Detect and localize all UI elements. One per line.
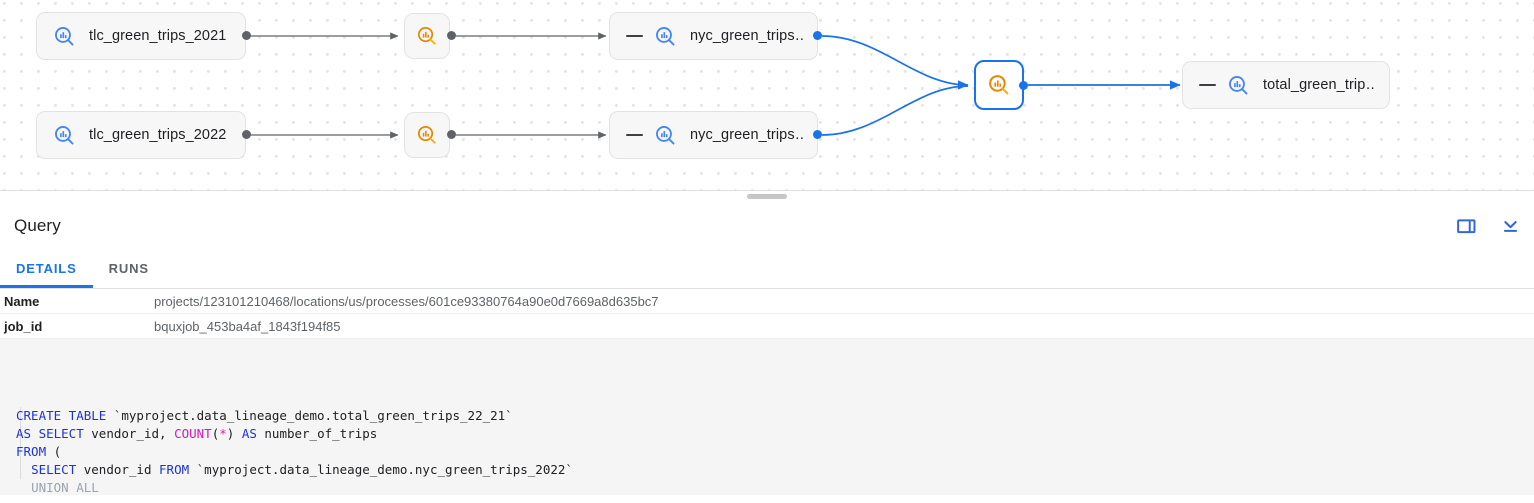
bigquery-table-icon	[654, 124, 677, 147]
lineage-node-label: nyc_green_trips…	[690, 127, 803, 143]
node-output-port[interactable]	[1019, 81, 1028, 90]
sql-code-text: CREATE TABLE `myproject.data_lineage_dem…	[0, 353, 1534, 495]
sql-code-block[interactable]: CREATE TABLE `myproject.data_lineage_dem…	[0, 339, 1534, 495]
page-title: Query	[14, 216, 61, 235]
bigquery-job-icon	[987, 73, 1011, 97]
lineage-node-tlc-green-trips-2022[interactable]: tlc_green_trips_2022	[36, 111, 246, 159]
node-output-port[interactable]	[813, 130, 822, 139]
query-panel-header: Query	[0, 204, 1534, 248]
sql-line: AS SELECT vendor_id, COUNT(*) AS number_…	[16, 426, 378, 441]
detail-value: projects/123101210468/locations/us/proce…	[154, 293, 659, 309]
collapse-panel-icon[interactable]	[1498, 214, 1522, 238]
indent-guide	[20, 407, 21, 479]
lineage-process-node-2[interactable]	[404, 112, 450, 158]
collapse-node-handle[interactable]	[626, 133, 643, 137]
sql-line: FROM (	[16, 444, 62, 459]
detail-key: Name	[4, 293, 40, 309]
lineage-node-label: total_green_trip…	[1263, 77, 1375, 93]
detail-value: bquxjob_453ba4af_1843f194f85	[154, 318, 341, 334]
bigquery-table-icon	[1227, 74, 1250, 97]
lineage-process-node-selected[interactable]	[974, 60, 1024, 110]
lineage-node-nyc-green-trips-2021[interactable]: nyc_green_trips…	[609, 12, 818, 60]
sql-line: SELECT vendor_id FROM `myproject.data_li…	[31, 462, 573, 477]
lineage-process-node-1[interactable]	[404, 13, 450, 59]
lineage-node-nyc-green-trips-2022[interactable]: nyc_green_trips…	[609, 111, 818, 159]
bigquery-table-icon	[53, 25, 76, 48]
resize-grip[interactable]	[747, 194, 787, 199]
lineage-node-tlc-green-trips-2021[interactable]: tlc_green_trips_2021	[36, 12, 246, 60]
panel-actions	[1454, 204, 1522, 248]
tab-runs[interactable]: RUNS	[108, 260, 149, 276]
table-row: Name projects/123101210468/locations/us/…	[0, 289, 1534, 314]
detail-key: job_id	[4, 318, 43, 334]
bigquery-table-icon	[53, 124, 76, 147]
table-row: job_id bquxjob_453ba4af_1843f194f85	[0, 314, 1534, 339]
node-output-port[interactable]	[242, 130, 251, 139]
lineage-graph-canvas[interactable]: tlc_green_trips_2021 tlc_green_trips_202…	[0, 0, 1534, 190]
tab-details[interactable]: DETAILS	[0, 248, 93, 288]
bigquery-job-icon	[416, 25, 438, 47]
bigquery-job-icon	[416, 124, 438, 146]
lineage-node-total-green-trips[interactable]: total_green_trip…	[1182, 61, 1390, 109]
details-table: Name projects/123101210468/locations/us/…	[0, 289, 1534, 339]
lineage-node-label: nyc_green_trips…	[690, 28, 803, 44]
lineage-node-label: tlc_green_trips_2021	[89, 28, 227, 44]
bigquery-table-icon	[654, 25, 677, 48]
collapse-node-handle[interactable]	[1199, 83, 1216, 87]
collapse-node-handle[interactable]	[626, 34, 643, 38]
node-output-port[interactable]	[242, 31, 251, 40]
sql-line: CREATE TABLE `myproject.data_lineage_dem…	[16, 408, 513, 423]
query-panel-tabs[interactable]: DETAILS RUNS	[0, 248, 1534, 289]
node-output-port[interactable]	[447, 130, 456, 139]
lineage-node-label: tlc_green_trips_2022	[89, 127, 227, 143]
node-output-port[interactable]	[813, 31, 822, 40]
split-panel-icon[interactable]	[1454, 214, 1478, 238]
panel-resize-handle[interactable]	[0, 190, 1534, 204]
sql-line: UNION ALL	[31, 480, 99, 495]
node-output-port[interactable]	[447, 31, 456, 40]
